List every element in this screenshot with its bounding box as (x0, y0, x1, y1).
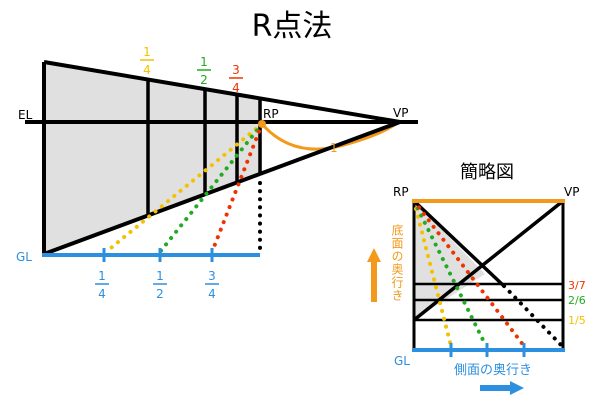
fraction-numerator: 1 (143, 45, 151, 59)
sketch-horizontal-label: 側面の奥行き (454, 363, 532, 378)
yellow-dotted-line (104, 122, 264, 254)
red-dotted-line (210, 122, 264, 254)
sketch-gl-label: GL (394, 354, 410, 368)
ratio-label-2-6: 2/6 (568, 294, 586, 307)
fraction-denominator: 2 (200, 73, 208, 87)
top-fraction-quarter: 1 4 (140, 45, 154, 77)
bottom-fraction-three-quarter: 3 4 (205, 269, 219, 301)
fraction-denominator: 4 (143, 63, 151, 77)
sketch-vp-label: VP (564, 185, 579, 199)
fraction-numerator: 1 (156, 269, 164, 283)
sketch-diagonal-down (412, 199, 506, 288)
sketch-black-dotted (502, 284, 564, 348)
ratio-label-3-7: 3/7 (568, 279, 586, 292)
sketch-green-dotted (412, 199, 488, 348)
fraction-numerator: 1 (98, 269, 106, 283)
ratio-label-1-5: 1/5 (568, 314, 586, 327)
box-front-face (44, 62, 262, 254)
sketch-red-dotted (412, 199, 526, 348)
gl-label: GL (16, 250, 32, 264)
arc-label: 1 (330, 141, 338, 155)
sketch-gray-region (414, 201, 485, 320)
main-diagram: EL GL RP VP 1 1 4 1 2 3 4 1 4 1 (16, 45, 418, 301)
fraction-numerator: 3 (208, 269, 216, 283)
el-label: EL (18, 108, 33, 122)
fraction-denominator: 2 (156, 287, 164, 301)
sketch-title: 簡略図 (460, 162, 514, 183)
top-fraction-three-quarter: 3 4 (229, 63, 243, 95)
bottom-vanishing-line (43, 120, 401, 256)
green-dotted-line (158, 122, 264, 254)
bottom-fraction-half: 1 2 (153, 269, 167, 301)
diagram-title: R点法 (252, 9, 333, 44)
top-fraction-half: 1 2 (197, 55, 211, 87)
top-vanishing-line (43, 60, 401, 124)
sketch-yellow-dotted (412, 199, 453, 348)
rp-point (258, 120, 266, 128)
up-arrow-icon (367, 248, 381, 302)
rp-label: RP (263, 107, 279, 121)
sketch-rp-label: RP (393, 185, 409, 199)
sketch-vertical-label: 底面の奥行き (390, 223, 404, 302)
fraction-numerator: 3 (232, 63, 240, 77)
vp-label: VP (393, 106, 408, 120)
sketch-diagonal-up (412, 199, 565, 322)
sketch-diagram: 簡略図 RP VP GL 3/7 2/6 1/5 底面の奥行き (367, 162, 586, 395)
bottom-fraction-quarter: 1 4 (95, 269, 109, 301)
fraction-denominator: 4 (232, 81, 240, 95)
fraction-denominator: 4 (98, 287, 106, 301)
rp-vp-arc (260, 122, 397, 151)
fraction-denominator: 4 (208, 287, 216, 301)
fraction-numerator: 1 (200, 55, 208, 69)
right-arrow-icon (480, 381, 524, 395)
